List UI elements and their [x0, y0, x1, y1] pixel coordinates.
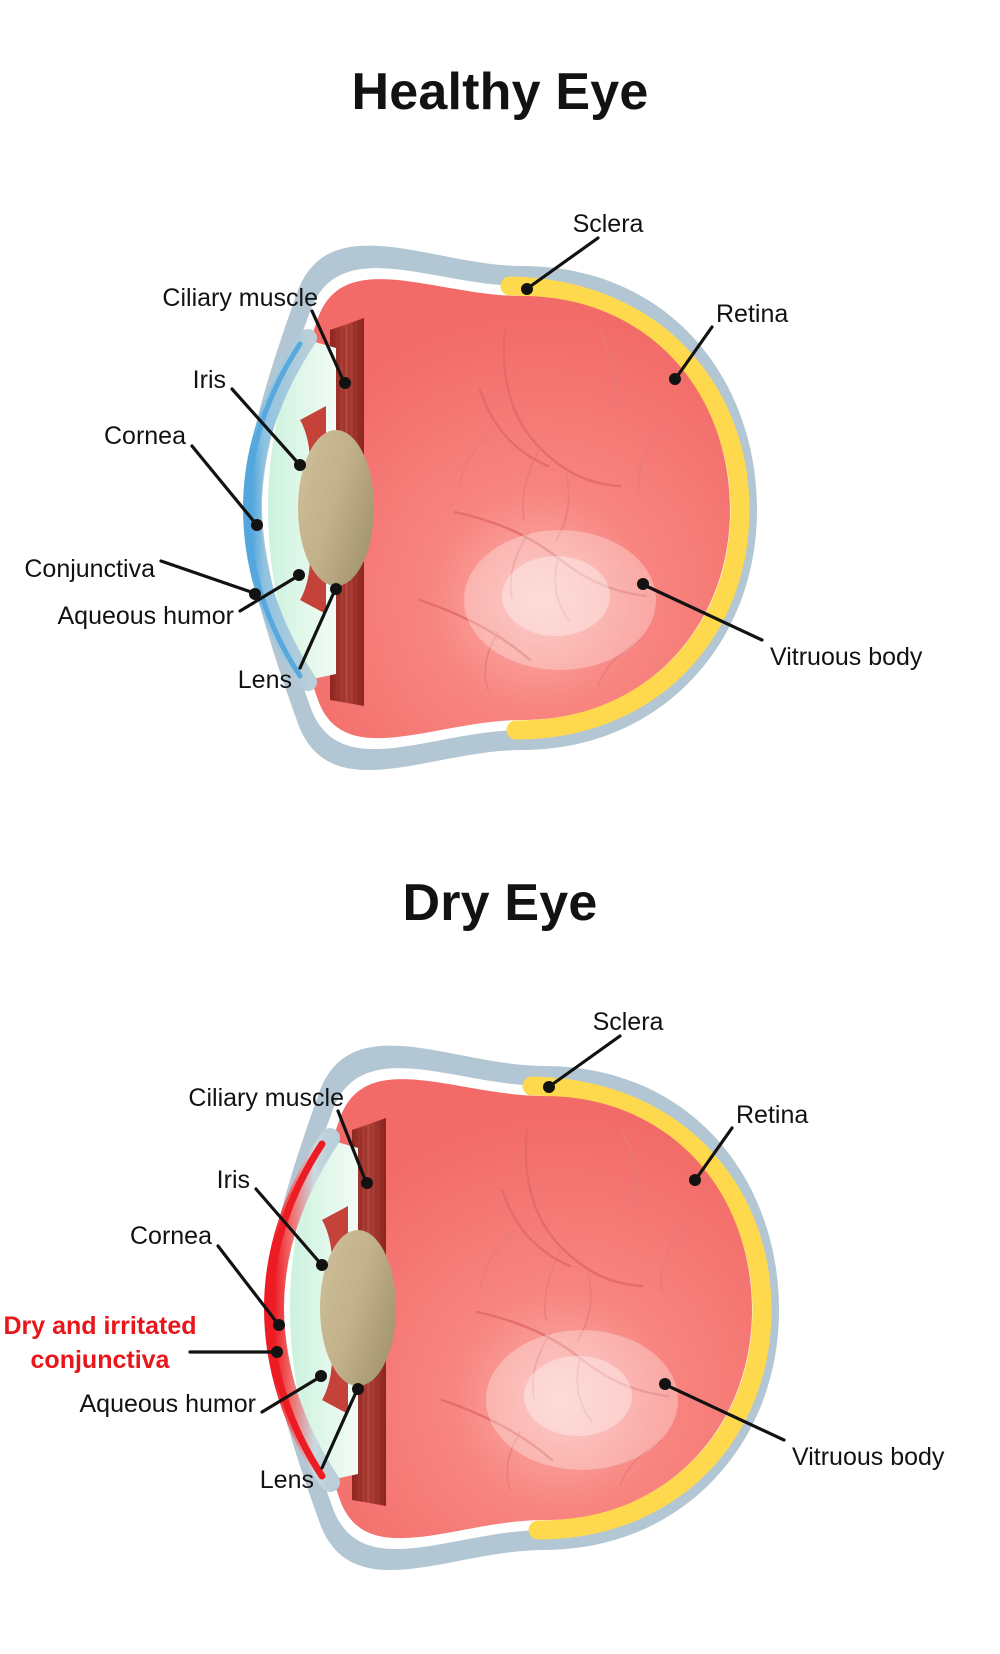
- vitreous-fill: [296, 1079, 752, 1539]
- label-ciliary-muscle: Ciliary muscle: [188, 1084, 344, 1112]
- label-cornea: Cornea: [104, 422, 186, 450]
- leader-iris: [254, 1187, 323, 1266]
- label-aqueous-humor: Aqueous humor: [57, 602, 234, 630]
- leader-sclera: [526, 236, 600, 290]
- dot-ciliary: [339, 377, 351, 389]
- label-ciliary-muscle: Ciliary muscle: [162, 284, 318, 312]
- leader-aqueous: [260, 1375, 322, 1414]
- cornea-outer-edge: [245, 341, 303, 679]
- dot-ciliary: [361, 1177, 373, 1189]
- leader-cornea: [190, 444, 258, 526]
- leader-lines: [188, 1034, 786, 1470]
- dot-iris: [316, 1259, 328, 1271]
- vitreous-vessels: [418, 328, 661, 691]
- dot-conjunctiva: [249, 588, 261, 600]
- lens: [320, 1230, 396, 1386]
- dot-lens: [330, 583, 342, 595]
- dry-eye-diagram: Sclera Retina Ciliary muscle Iris Cornea…: [3, 1008, 945, 1571]
- dot-vitreous: [637, 578, 649, 590]
- leader-conjunctiva: [159, 559, 256, 595]
- dot-vitreous: [659, 1378, 671, 1390]
- retina-layer: [522, 1076, 772, 1540]
- leader-lines: [159, 236, 764, 670]
- leader-cornea: [216, 1244, 280, 1326]
- label-dry-conjunctiva-line1: Dry and irritated: [3, 1312, 196, 1340]
- healthy-eye-diagram: Sclera Retina Ciliary muscle Iris Cornea…: [24, 210, 923, 771]
- cornea-arc-irritated: [263, 1128, 340, 1492]
- cornea-layer: [242, 329, 317, 691]
- label-retina: Retina: [716, 300, 788, 328]
- leader-ciliary: [336, 1109, 368, 1184]
- dot-cornea: [273, 1319, 285, 1331]
- dot-aqueous: [293, 569, 305, 581]
- dry-eye-panel: Dry Eye: [0, 840, 1000, 1654]
- lens: [298, 430, 374, 586]
- label-lens: Lens: [260, 1466, 314, 1494]
- leader-sclera: [548, 1034, 622, 1088]
- label-vitreous-body: Vitruous body: [770, 643, 923, 671]
- lens-body: [298, 430, 374, 586]
- leader-retina: [674, 325, 714, 380]
- dot-sclera: [543, 1081, 555, 1093]
- label-cornea: Cornea: [130, 1222, 212, 1250]
- dot-retina: [689, 1174, 701, 1186]
- healthy-eye-panel: Healthy Eye: [24, 63, 923, 771]
- label-dry-conjunctiva-line2: conjunctiva: [31, 1346, 171, 1374]
- label-sclera: Sclera: [593, 1008, 664, 1036]
- leader-vitreous: [664, 1383, 786, 1442]
- label-sclera: Sclera: [573, 210, 644, 238]
- dot-cornea: [251, 519, 263, 531]
- cornea-arc: [242, 329, 317, 691]
- label-retina: Retina: [736, 1101, 808, 1129]
- label-iris: Iris: [217, 1166, 250, 1194]
- cornea-layer-dry: [263, 1128, 340, 1492]
- leader-vitreous: [642, 583, 764, 642]
- label-vitreous-body: Vitruous body: [792, 1443, 945, 1471]
- retina-band: [522, 1076, 772, 1540]
- page-title-healthy: Healthy Eye: [351, 63, 649, 121]
- retina-layer: [500, 276, 750, 740]
- label-aqueous-humor: Aqueous humor: [79, 1390, 256, 1418]
- leader-lens: [320, 1388, 359, 1470]
- label-lens: Lens: [238, 666, 292, 694]
- leader-lens: [298, 588, 337, 670]
- leader-retina: [694, 1126, 734, 1181]
- vitreous-body: [296, 1079, 752, 1539]
- leader-aqueous: [238, 574, 300, 613]
- dot-conjunctiva: [271, 1346, 283, 1358]
- dot-retina: [669, 373, 681, 385]
- vitreous-body: [274, 279, 730, 739]
- leader-ciliary: [310, 309, 346, 384]
- dot-sclera: [521, 283, 533, 295]
- page-title-dry: Dry Eye: [402, 874, 598, 932]
- label-conjunctiva: Conjunctiva: [24, 555, 155, 583]
- vitreous-fill: [274, 279, 730, 739]
- cornea-outer-edge-red: [266, 1140, 326, 1480]
- dot-aqueous: [315, 1370, 327, 1382]
- label-iris: Iris: [193, 366, 226, 394]
- dot-lens: [352, 1383, 364, 1395]
- vitreous-vessels: [440, 1128, 683, 1491]
- retina-band: [500, 276, 750, 740]
- leader-iris: [230, 387, 301, 466]
- dot-iris: [294, 459, 306, 471]
- lens-body: [320, 1230, 396, 1386]
